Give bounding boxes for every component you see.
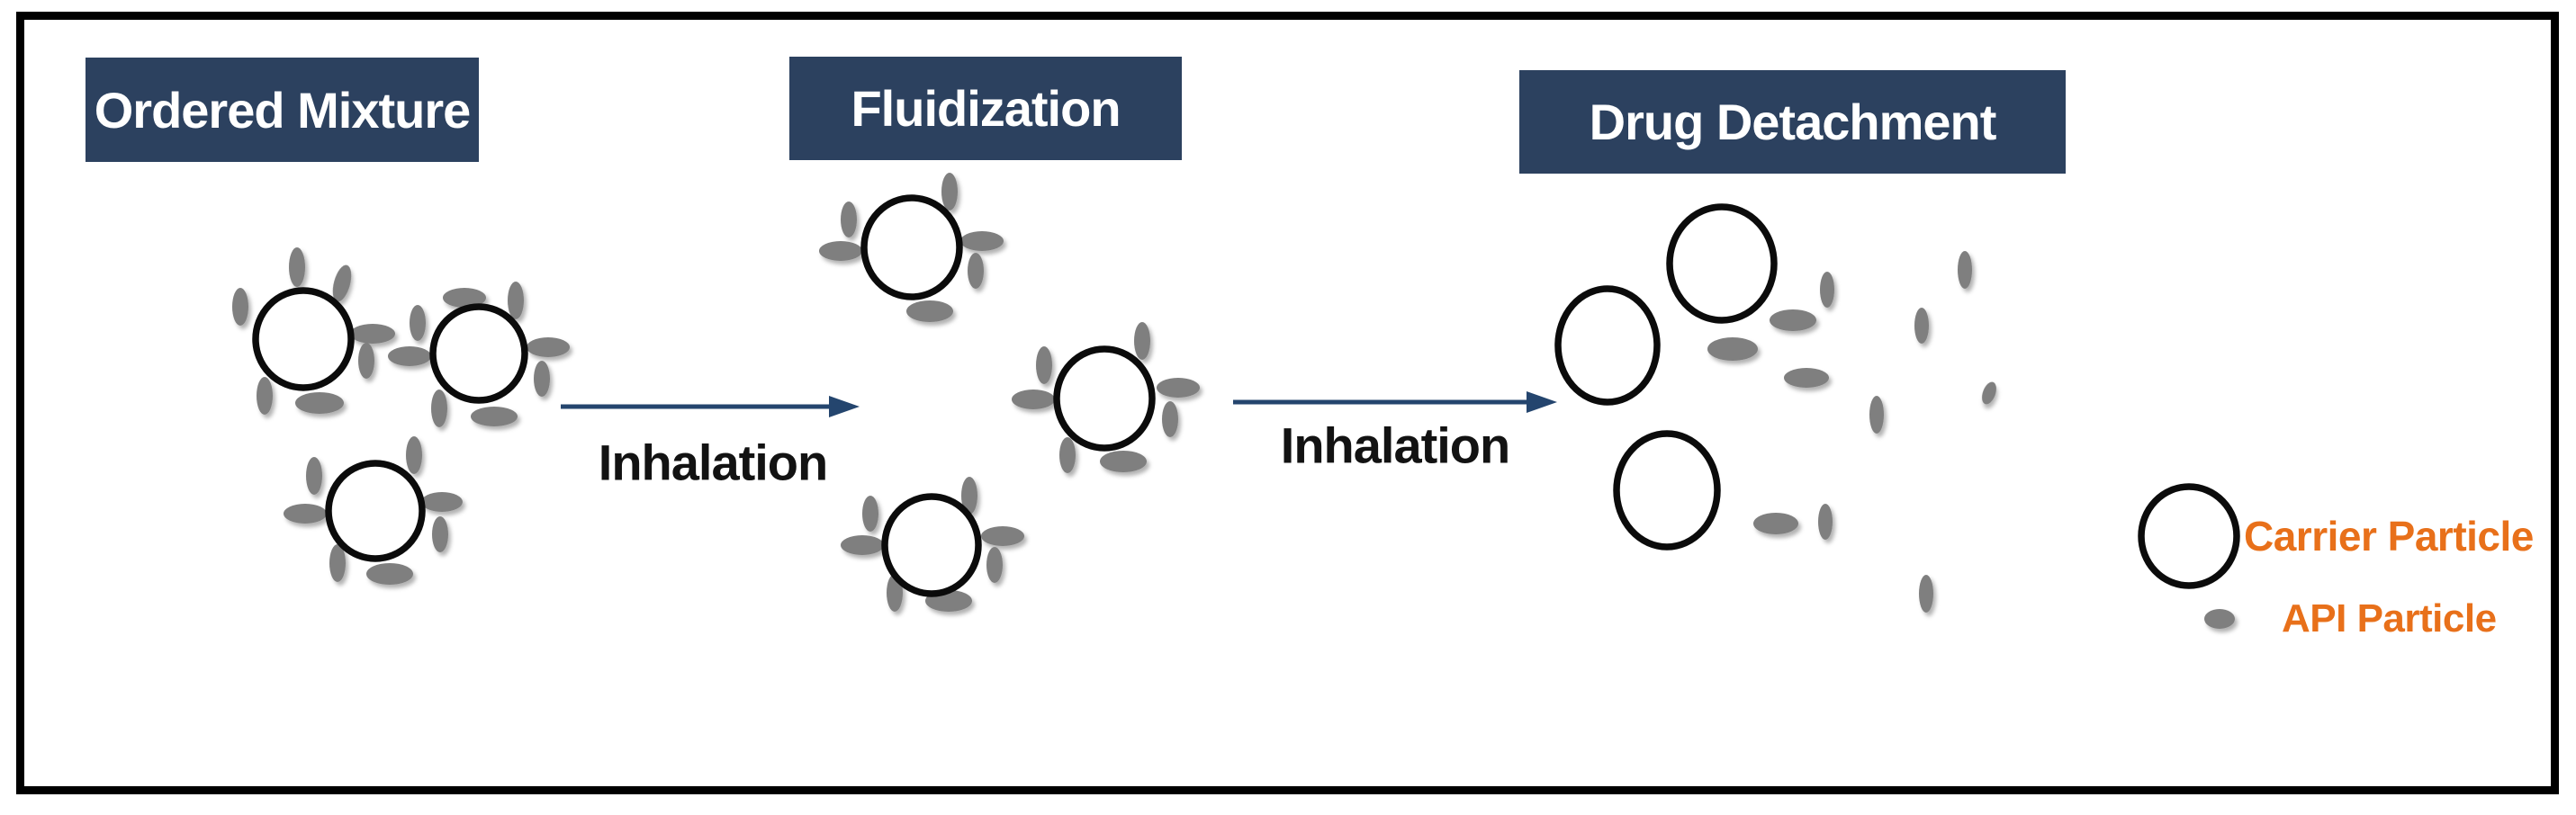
- stage-header-label: Fluidization: [851, 80, 1121, 137]
- legend-carrier-particle-label: Carrier Particle: [2244, 513, 2534, 560]
- api-particle: [841, 535, 884, 555]
- carrier-particle: [325, 460, 426, 562]
- api-particle: [1012, 390, 1055, 409]
- stage-header-ordered-mixture: Ordered Mixture: [86, 58, 479, 162]
- api-particle: [471, 407, 518, 426]
- api-particle: [906, 300, 953, 322]
- api-particle: [432, 516, 448, 552]
- api-particle: [841, 202, 857, 237]
- legend-api-particle-label: API Particle: [2282, 596, 2497, 640]
- api-particle: [1134, 322, 1150, 360]
- api-particle: [289, 247, 305, 287]
- inhalation-arrow-label-1: Inhalation: [598, 434, 828, 491]
- api-particle: [1059, 437, 1076, 473]
- carrier-particle: [860, 194, 963, 300]
- api-particle: [366, 563, 413, 585]
- carrier-particle: [1613, 430, 1721, 551]
- api-particle: [1982, 381, 1996, 405]
- api-particle: [350, 324, 395, 344]
- api-particle: [410, 305, 426, 341]
- stage-header-drug-detachment: Drug Detachment: [1519, 70, 2066, 174]
- carrier-particle: [252, 287, 355, 391]
- api-particle: [284, 504, 327, 524]
- api-particle: [527, 337, 570, 357]
- api-particle: [1100, 451, 1147, 472]
- api-particle: [819, 241, 862, 261]
- api-particle: [534, 361, 550, 397]
- carrier-particle: [1053, 345, 1156, 452]
- api-particle: [1162, 401, 1178, 437]
- legend-api-ellipse-icon: [2204, 609, 2235, 629]
- carrier-particle: [1666, 203, 1778, 324]
- api-particle: [941, 173, 958, 210]
- api-particle: [431, 390, 447, 427]
- stage-header-label: Ordered Mixture: [94, 81, 472, 139]
- api-particle: [1157, 378, 1200, 398]
- api-particle: [1707, 337, 1758, 361]
- api-particle: [1753, 513, 1798, 534]
- carrier-particle: [881, 493, 982, 597]
- api-particle: [329, 544, 346, 582]
- api-particle: [306, 457, 322, 495]
- api-particle: [1036, 346, 1052, 384]
- api-particle: [981, 526, 1024, 546]
- stage-header-label: Drug Detachment: [1589, 94, 1997, 150]
- api-particle: [1914, 308, 1929, 344]
- api-particle: [358, 343, 374, 379]
- api-particle: [862, 496, 878, 532]
- api-particle: [960, 231, 1004, 251]
- carrier-particle: [429, 303, 528, 404]
- api-particle: [388, 346, 431, 366]
- stage-header-fluidization: Fluidization: [789, 57, 1182, 160]
- api-particle: [1869, 396, 1884, 434]
- api-particle: [1784, 368, 1829, 388]
- api-particle: [406, 436, 422, 474]
- api-particle: [232, 288, 248, 326]
- api-particle: [1818, 504, 1833, 540]
- api-particle: [961, 477, 977, 515]
- api-particle: [443, 288, 486, 308]
- api-particle: [968, 253, 984, 289]
- api-particle: [1820, 272, 1834, 308]
- api-particle: [1770, 309, 1816, 331]
- carrier-particle: [1554, 285, 1661, 406]
- diagram-border: [16, 12, 2559, 794]
- inhalation-arrow-label-2: Inhalation: [1280, 416, 1510, 474]
- api-particle: [986, 547, 1003, 583]
- api-particle: [1919, 575, 1933, 613]
- api-particle: [1958, 251, 1972, 289]
- api-particle: [508, 282, 524, 319]
- api-particle: [295, 392, 344, 414]
- inhalation-arrowhead-1: [829, 396, 860, 417]
- api-particle: [332, 264, 352, 302]
- legend-carrier-circle-icon: [2138, 483, 2240, 589]
- inhalation-arrowhead-2: [1527, 391, 1557, 413]
- api-particle: [421, 492, 463, 512]
- api-particle: [257, 377, 273, 415]
